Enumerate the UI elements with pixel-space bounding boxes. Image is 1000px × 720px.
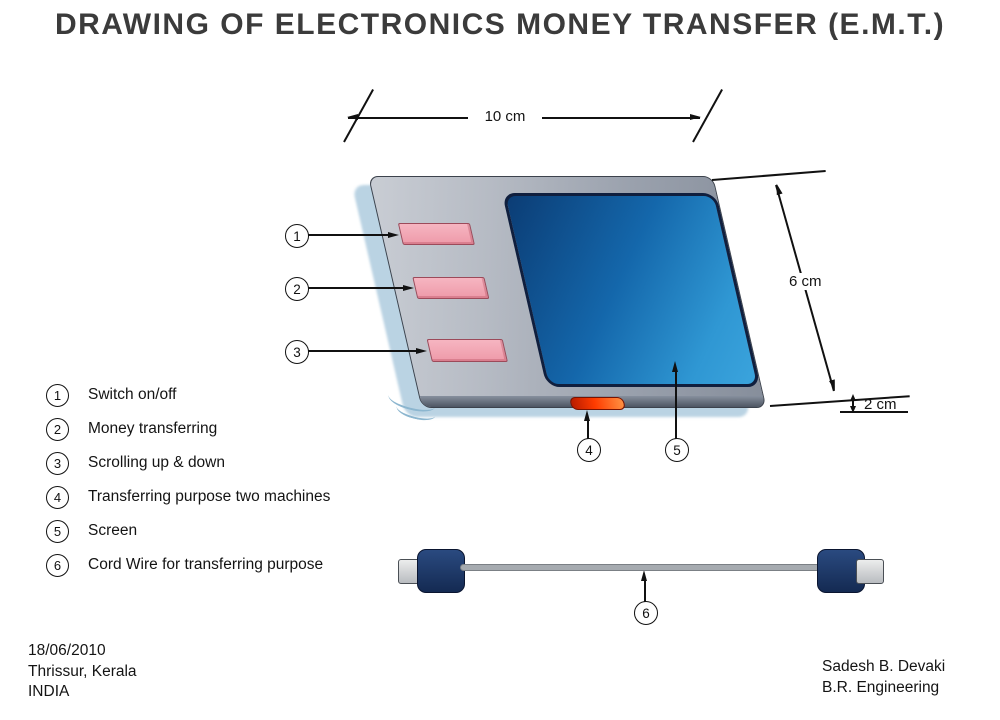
leader-line-3	[308, 350, 418, 352]
credit-author: Sadesh B. Devaki	[822, 658, 946, 675]
legend-number-3: 3	[46, 451, 69, 475]
callout-circle-2: 2	[285, 277, 309, 301]
legend-label-4: Transferring purpose two machines	[88, 488, 331, 505]
arrowhead-icon	[641, 570, 647, 581]
device-drawing	[368, 176, 767, 410]
arrowhead-icon	[347, 114, 358, 121]
credit-company: B.R. Engineering	[822, 678, 940, 696]
callout-circle-5: 5	[665, 438, 689, 462]
arrowhead-icon	[850, 406, 856, 413]
legend-number-4: 4	[46, 485, 69, 509]
arrowhead-icon	[850, 394, 856, 401]
leader-line-2	[308, 287, 405, 289]
cable-plug-right	[856, 559, 884, 584]
legend-label-6: Cord Wire for transferring purpose	[88, 556, 324, 573]
legend-number-6: 6	[46, 553, 69, 577]
device-button-switch	[397, 223, 475, 245]
leader-line-1	[308, 234, 390, 236]
leader-line-4	[587, 419, 589, 439]
footer-date: 18/06/2010	[28, 642, 106, 659]
leader-line-5	[675, 370, 677, 439]
arrowhead-icon	[388, 231, 399, 238]
arrowhead-icon	[690, 114, 701, 121]
legend: 1 Switch on/off 2 Money transferring 3 S…	[46, 378, 330, 582]
legend-item: 5 Screen	[46, 514, 330, 548]
legend-label-5: Screen	[88, 522, 138, 539]
legend-number-5: 5	[46, 519, 69, 543]
arrowhead-icon	[416, 347, 427, 354]
dimension-thickness-label: 2 cm	[864, 396, 897, 413]
arrowhead-icon	[584, 410, 590, 421]
callout-circle-1: 1	[285, 224, 309, 248]
credit-block: Sadesh B. Devaki B.R. Engineering	[822, 657, 945, 698]
legend-item: 6 Cord Wire for transferring purpose	[46, 548, 330, 582]
dimension-width-label: 10 cm	[468, 108, 542, 125]
legend-item: 4 Transferring purpose two machines	[46, 480, 330, 514]
legend-number-2: 2	[46, 417, 69, 441]
footer-place: Thrissur, Kerala	[28, 662, 137, 680]
legend-label-1: Switch on/off	[88, 386, 177, 403]
legend-number-1: 1	[46, 383, 69, 407]
cable-wire	[461, 565, 819, 570]
cable-connector-left	[417, 549, 465, 593]
callout-circle-4: 4	[577, 438, 601, 462]
arrowhead-icon	[403, 284, 414, 291]
dimension-line-thickness	[852, 398, 854, 410]
legend-label-2: Money transferring	[88, 420, 218, 437]
device-screen	[501, 193, 761, 387]
transfer-led	[569, 397, 627, 410]
arrowhead-icon	[672, 361, 678, 372]
callout-circle-6: 6	[634, 601, 658, 625]
legend-item: 3 Scrolling up & down	[46, 446, 330, 480]
diagram-title: DRAWING OF ELECTRONICS MONEY TRANSFER (E…	[54, 8, 946, 41]
extension-line-thickness-bottom	[840, 411, 908, 413]
legend-label-3: Scrolling up & down	[88, 454, 225, 471]
leader-line-6	[644, 579, 646, 602]
device-button-transfer	[412, 277, 490, 299]
legend-item: 2 Money transferring	[46, 412, 330, 446]
footer-info: 18/06/2010 Thrissur, Kerala INDIA	[28, 641, 137, 703]
device-button-scroll	[426, 339, 508, 362]
dimension-height-label: 6 cm	[786, 273, 825, 290]
callout-circle-3: 3	[285, 340, 309, 364]
footer-country: INDIA	[28, 683, 70, 700]
legend-item: 1 Switch on/off	[46, 378, 330, 412]
